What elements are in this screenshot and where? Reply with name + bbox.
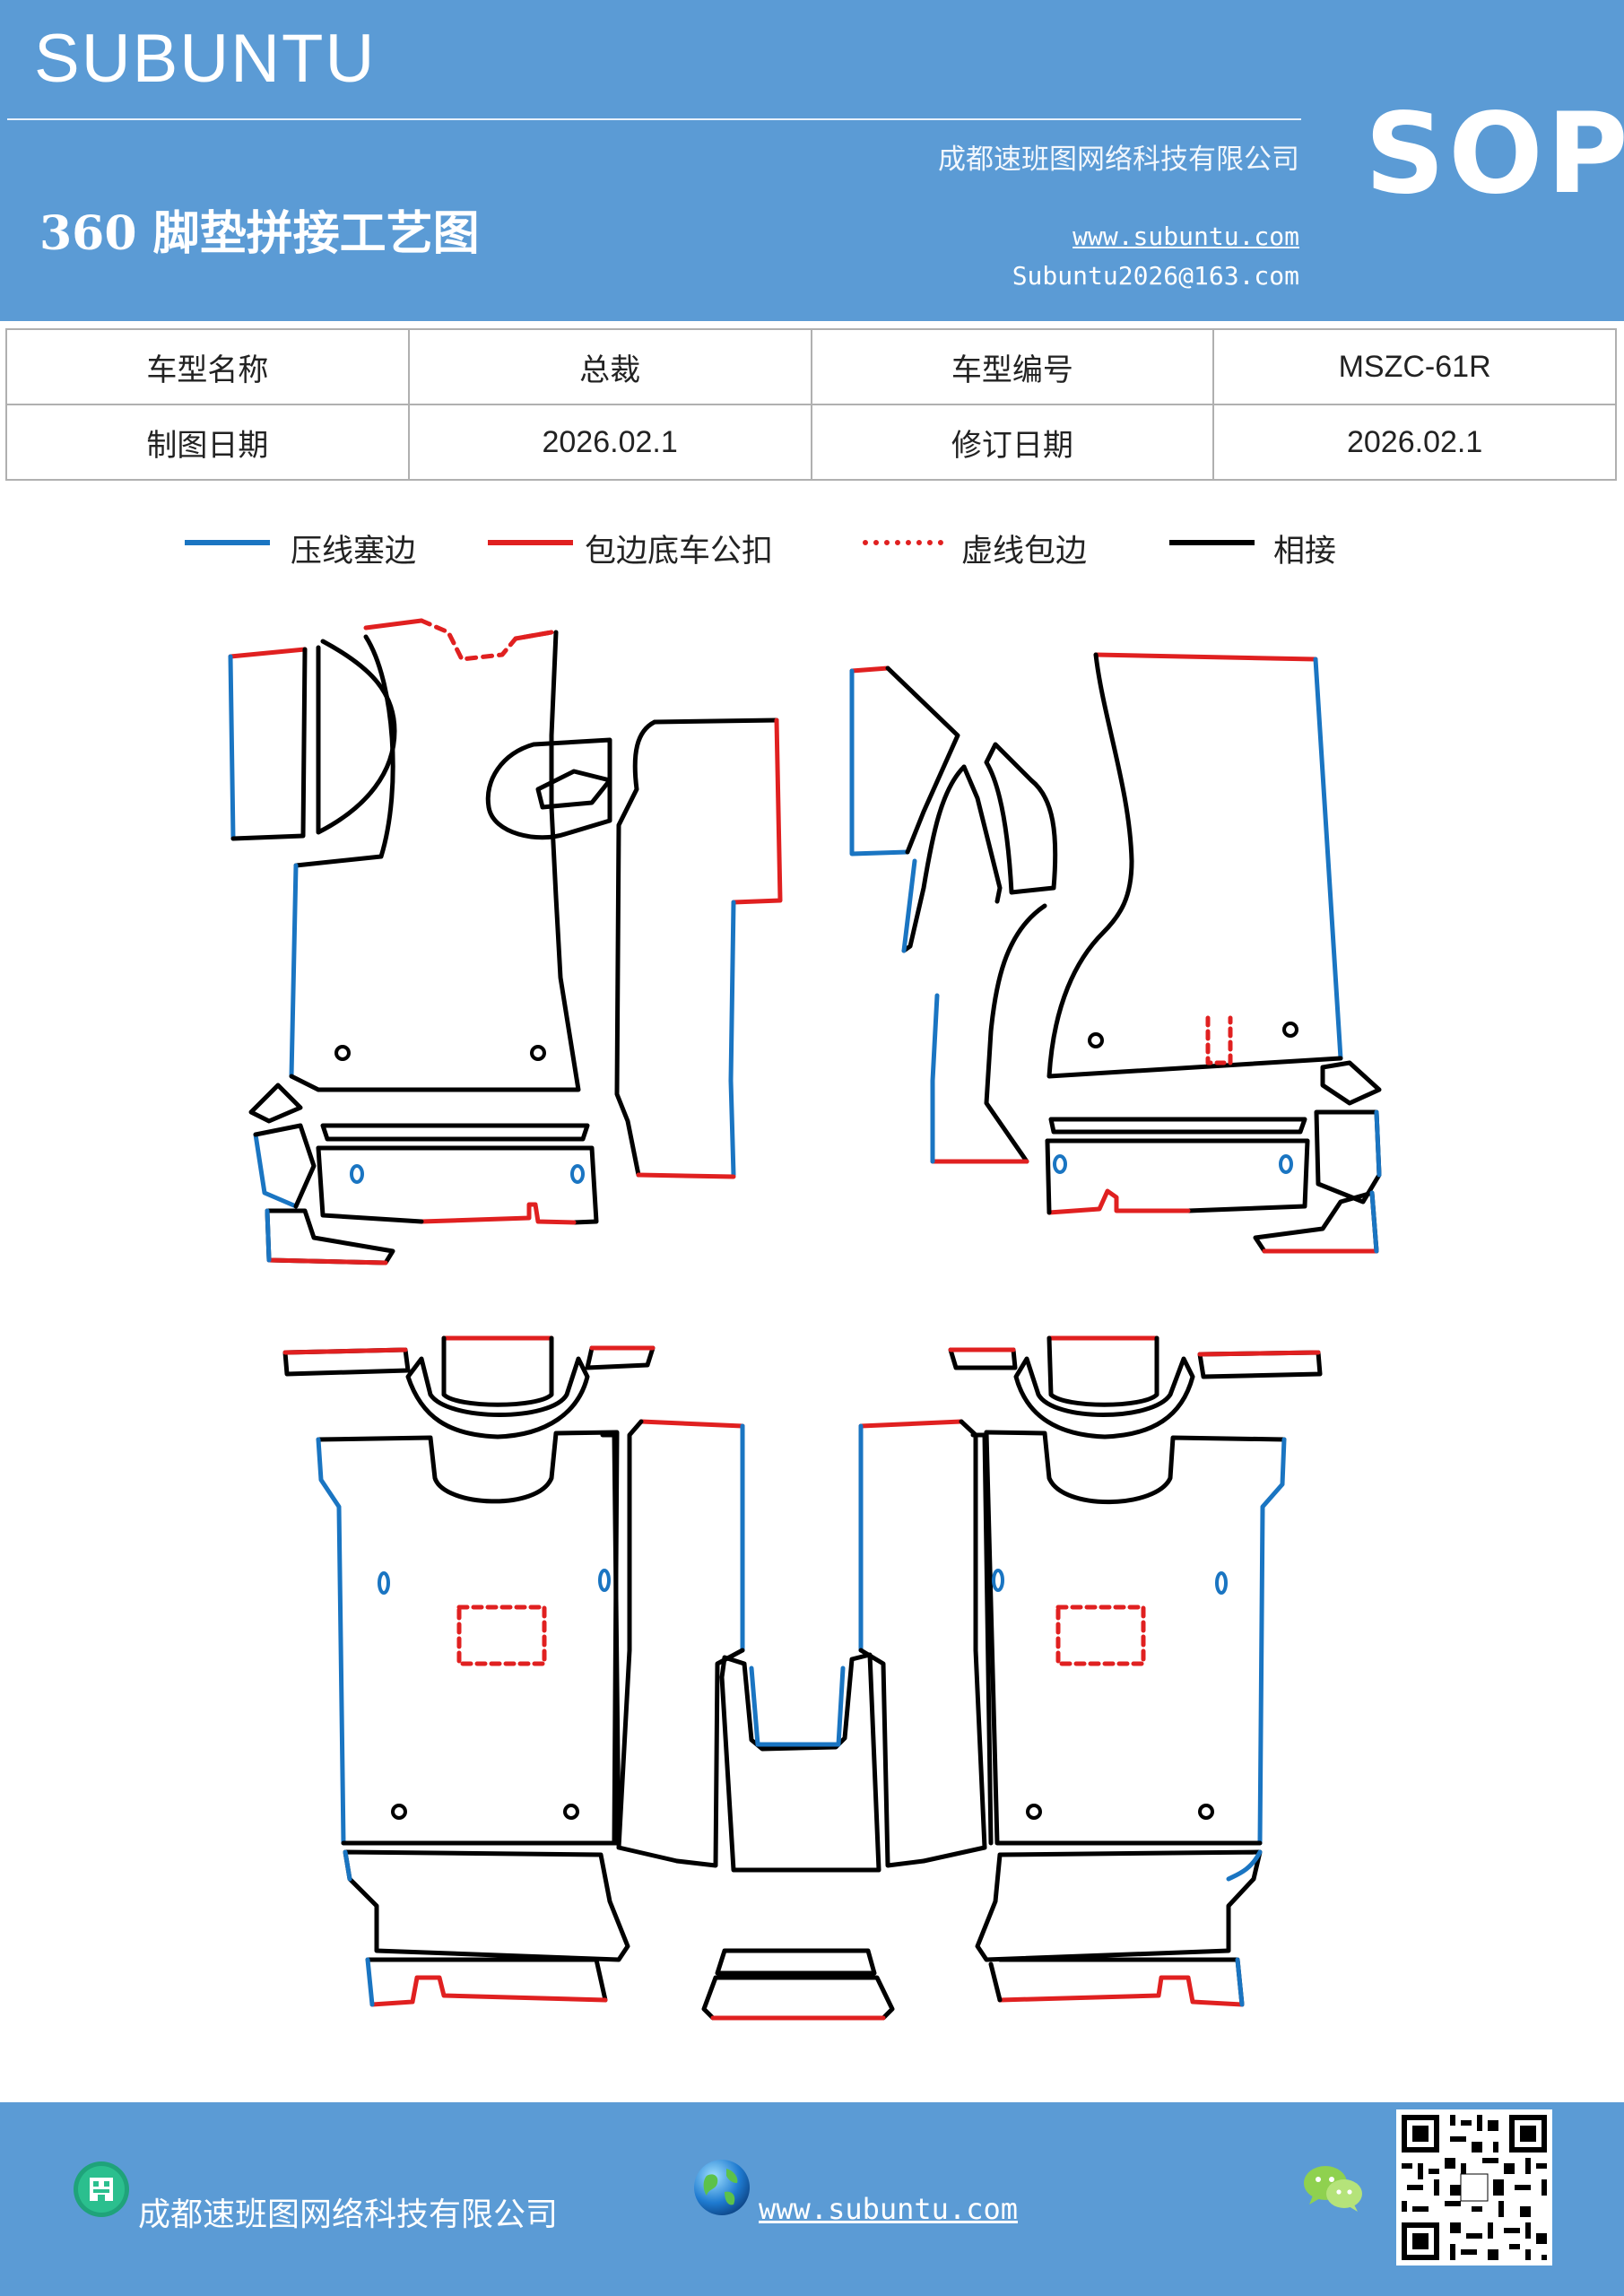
legend-label: 压线塞边 xyxy=(291,534,417,570)
website-link[interactable]: www.subuntu.com xyxy=(1073,222,1299,251)
legend-label: 虚线包边 xyxy=(961,534,1088,570)
draw-date-value: 2026.02.1 xyxy=(407,404,812,481)
legend-swatch xyxy=(185,540,270,545)
revise-date-value: 2026.02.1 xyxy=(1212,404,1617,481)
line-legend: 压线塞边 包边底车公扣 虚线包边 相接 xyxy=(0,520,1624,574)
globe-icon xyxy=(694,2160,750,2215)
page-title: 360 脚垫拼接工艺图 xyxy=(39,206,480,261)
brand-logo-text: SUBUNTU xyxy=(34,21,377,97)
building-icon xyxy=(74,2161,129,2217)
footer-banner: 成都速班图网络科技有限公司 www.subuntu.com xyxy=(0,2102,1624,2296)
model-info-table: 车型名称 总裁 车型编号 MSZC-61R 制图日期 2026.02.1 修订日… xyxy=(5,328,1617,481)
rear-right-mat-group xyxy=(858,1335,1323,2007)
legend-swatch xyxy=(488,540,573,545)
draw-date-label: 制图日期 xyxy=(5,404,410,481)
email-address: Subuntu2026@163.com xyxy=(1012,261,1299,291)
qr-code xyxy=(1396,2109,1552,2266)
legend-label: 相接 xyxy=(1273,534,1337,570)
center-tunnel-mat-group xyxy=(701,1652,895,2021)
wechat-icon[interactable] xyxy=(1302,2161,1365,2215)
model-code-value: MSZC-61R xyxy=(1212,328,1617,405)
header-divider xyxy=(7,118,1301,120)
front-right-mat-group xyxy=(849,652,1382,1254)
front-left-mat-group xyxy=(228,618,783,1265)
company-name: 成都速班图网络科技有限公司 xyxy=(938,144,1299,176)
model-code-label: 车型编号 xyxy=(810,328,1215,405)
model-name-label: 车型名称 xyxy=(5,328,410,405)
table-row: 制图日期 2026.02.1 修订日期 2026.02.1 xyxy=(5,404,1617,481)
legend-label: 包边底车公扣 xyxy=(585,534,774,570)
revise-date-label: 修订日期 xyxy=(810,404,1215,481)
legend-swatch xyxy=(1169,540,1255,545)
footer-website-link[interactable]: www.subuntu.com xyxy=(759,2192,1018,2226)
sop-label: SOP xyxy=(1365,90,1624,219)
footer-company-name: 成都速班图网络科技有限公司 xyxy=(138,2196,559,2233)
rear-left-mat-group xyxy=(282,1335,745,2007)
header-banner: SUBUNTU 成都速班图网络科技有限公司 360 脚垫拼接工艺图 www.su… xyxy=(0,0,1624,321)
legend-swatch xyxy=(863,540,943,545)
table-row: 车型名称 总裁 车型编号 MSZC-61R xyxy=(5,328,1617,405)
floor-mat-diagram xyxy=(228,618,1382,2021)
model-name-value: 总裁 xyxy=(407,328,812,405)
